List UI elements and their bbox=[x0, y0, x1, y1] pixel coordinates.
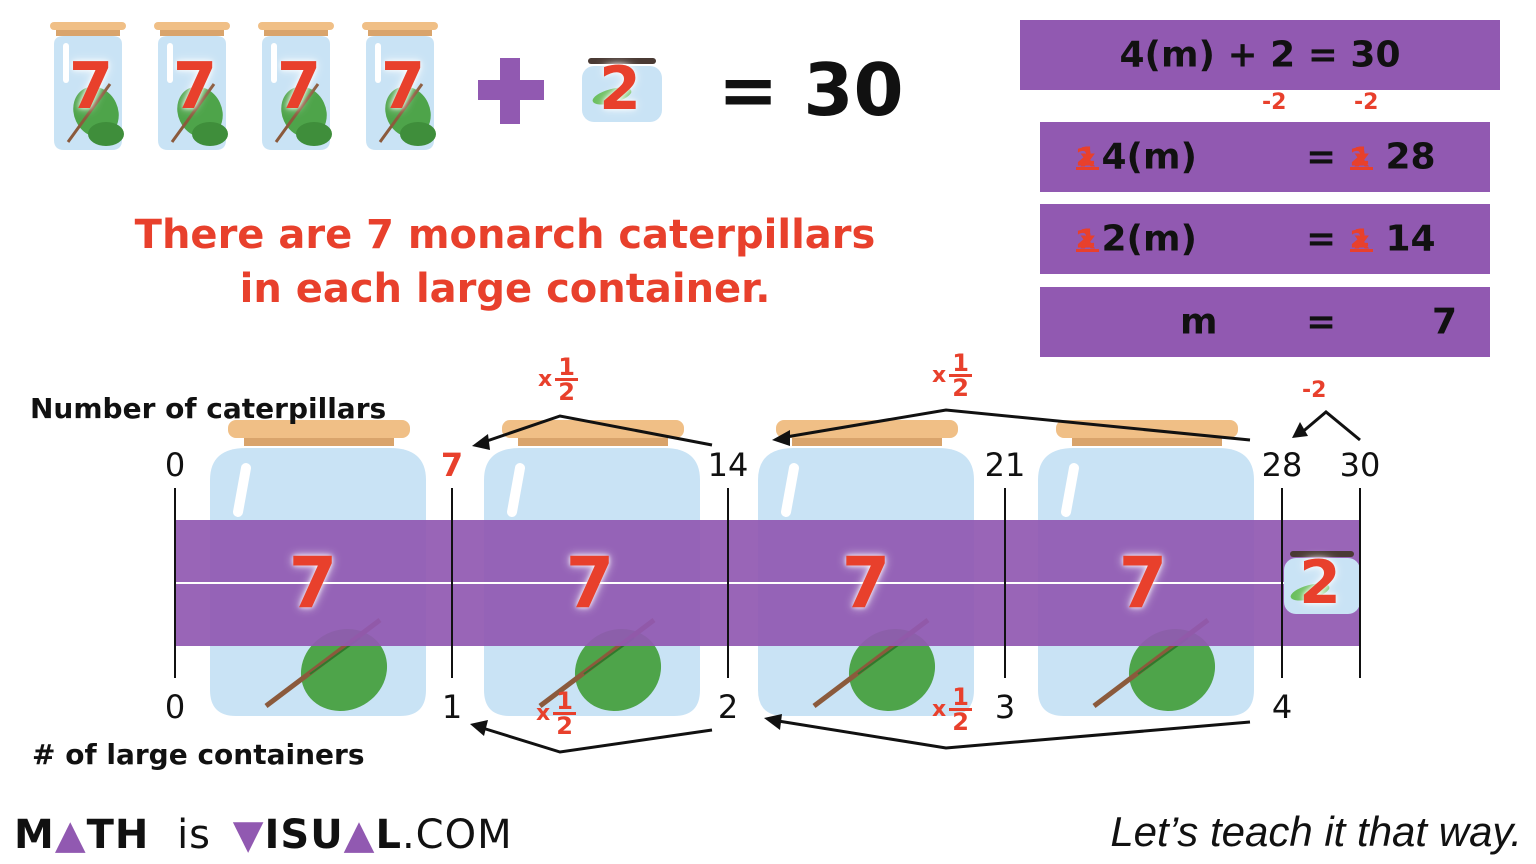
triangle-icon: ▲ bbox=[54, 812, 87, 858]
minus-right: -2 bbox=[1354, 90, 1379, 115]
bottom-tick-label: 4 bbox=[1271, 688, 1293, 726]
bottom-tick-label: 2 bbox=[717, 688, 739, 726]
tick-lines bbox=[174, 488, 1361, 678]
solution-step-4: m = 7 bbox=[1040, 287, 1490, 357]
small-jar-in-bar-icon bbox=[1284, 551, 1360, 614]
minus-left: -2 bbox=[1262, 90, 1287, 115]
top-tick-label: 0 bbox=[164, 446, 186, 484]
bottom-arrows bbox=[475, 718, 1251, 754]
small-jar-value: 2 bbox=[599, 54, 641, 124]
bar-segment-value: 7 bbox=[1118, 542, 1168, 624]
bar-segment-value: 7 bbox=[288, 542, 338, 624]
step4-eq: = bbox=[1306, 301, 1337, 343]
step4-left: m bbox=[1180, 301, 1218, 343]
jar-value: 7 bbox=[172, 50, 218, 124]
jar-value: 7 bbox=[276, 50, 322, 124]
bottom-tick-label: 3 bbox=[994, 688, 1016, 726]
equation-result: = 30 bbox=[718, 48, 904, 132]
step1-text: 4(m) + 2 = 30 bbox=[1119, 34, 1401, 76]
bottom-axis-label: # of large containers bbox=[32, 738, 365, 771]
message-text: There are 7 monarch caterpillars in each… bbox=[100, 208, 910, 316]
step3-eq: = bbox=[1306, 218, 1337, 260]
message-line: There are 7 monarch caterpillars bbox=[134, 212, 876, 258]
bottom-tick-label: 1 bbox=[441, 688, 463, 726]
tagline: Let’s teach it that way. bbox=[1110, 808, 1522, 855]
bottom-tick-label: 0 bbox=[164, 688, 186, 726]
jar-value: 7 bbox=[380, 50, 426, 124]
top-tick-label: 30 bbox=[1339, 446, 1381, 484]
bar-segment-value: 7 bbox=[565, 542, 615, 624]
top-tick-label: 28 bbox=[1261, 446, 1303, 484]
step2-eq: = bbox=[1306, 136, 1337, 178]
triangle-icon: ▲ bbox=[343, 812, 376, 858]
message-line: in each large container. bbox=[239, 266, 771, 312]
top-tick-label: 7 bbox=[440, 446, 464, 484]
plus-icon bbox=[478, 58, 544, 124]
jar-value: 7 bbox=[68, 50, 114, 124]
minus-two-label: -2 bbox=[1302, 378, 1327, 403]
step4-right: 7 bbox=[1432, 301, 1458, 343]
brand-logo: M▲TH is ▼ISU▲L.COM bbox=[14, 812, 513, 858]
top-tick-label: 21 bbox=[984, 446, 1026, 484]
top-axis-label: Number of caterpillars bbox=[30, 392, 387, 425]
small-container-value: 2 bbox=[1299, 548, 1341, 618]
triangle-icon: ▼ bbox=[232, 812, 265, 858]
small-jar-icon bbox=[582, 58, 662, 122]
bar-segment-value: 7 bbox=[841, 542, 891, 624]
top-arrows bbox=[477, 408, 1361, 447]
solution-step-1: 4(m) + 2 = 30 bbox=[1020, 20, 1500, 90]
top-tick-label: 14 bbox=[707, 446, 749, 484]
